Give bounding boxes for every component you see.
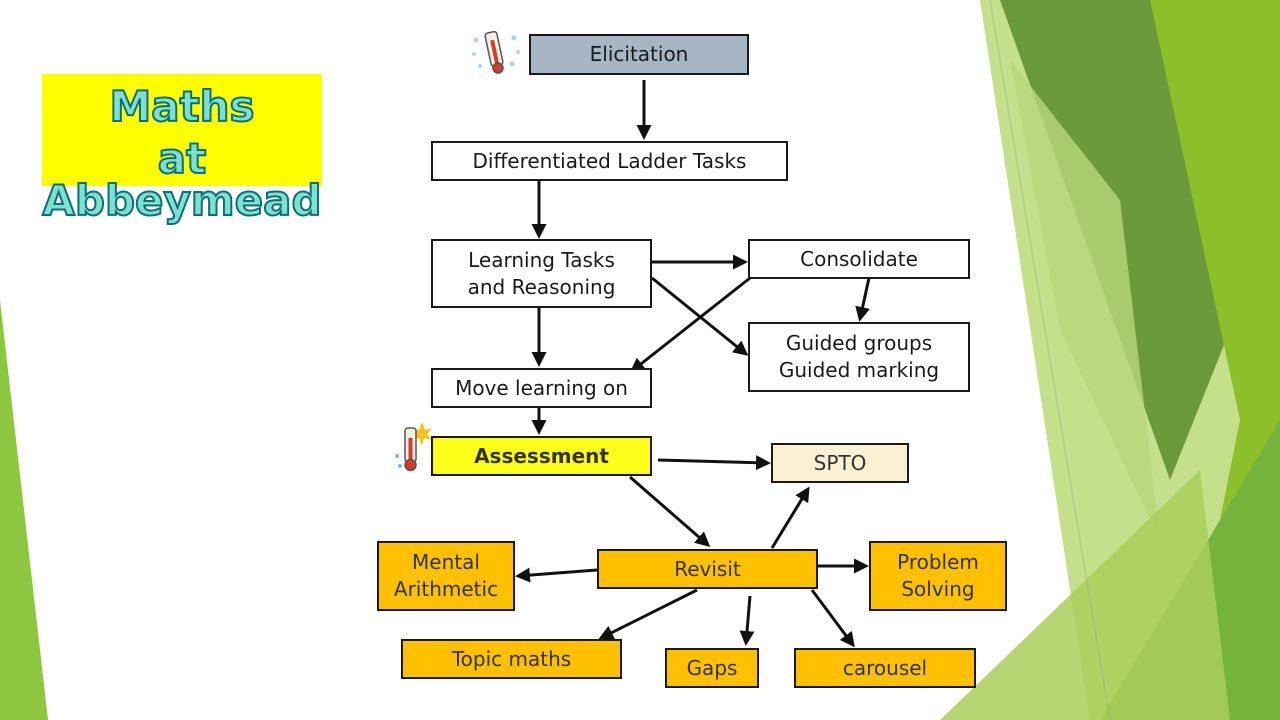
node-assessment: Assessment — [431, 436, 652, 476]
node-carousel: carousel — [794, 648, 976, 688]
title-line-2: at Abbeymead — [41, 134, 322, 225]
node-topic-maths: Topic maths — [401, 639, 622, 679]
arrow-learning-guided — [651, 276, 749, 356]
thermometer-icon — [472, 30, 520, 74]
thermometer-icon — [395, 422, 432, 472]
arrow-revisit-mental — [515, 567, 598, 583]
thin-line — [989, 0, 1111, 720]
node-gaps: Gaps — [665, 648, 759, 688]
arrow-consolidate-move — [629, 276, 751, 373]
arrow-consolidate-guided — [855, 277, 871, 322]
node-problem-solving: Problem Solving — [869, 541, 1007, 611]
node-revisit: Revisit — [597, 549, 818, 589]
right-pale-shard — [1010, 60, 1160, 540]
left-green-shard — [0, 300, 48, 720]
arrow-revisit-spto — [770, 486, 810, 549]
node-move-learning-on: Move learning on — [431, 368, 652, 408]
arrow-revisit-topic — [598, 588, 698, 640]
arrow-assessment-revisit — [629, 475, 711, 547]
node-learning-tasks: Learning Tasks and Reasoning — [431, 239, 652, 308]
arrow-assessment-spto — [657, 455, 771, 471]
right-bottom-light-shard — [940, 470, 1230, 720]
arrow-revisit-gaps — [739, 595, 755, 646]
title-background — [42, 74, 322, 186]
node-differentiated-ladder-tasks: Differentiated Ladder Tasks — [431, 141, 788, 181]
node-elicitation: Elicitation — [529, 34, 749, 75]
node-mental-arithmetic: Mental Arithmetic — [377, 541, 515, 611]
title-line-1: Maths — [108, 82, 255, 131]
node-spto: SPTO — [771, 443, 909, 483]
arrow-revisit-carousel — [810, 589, 855, 648]
node-consolidate: Consolidate — [748, 239, 970, 279]
node-guided-groups: Guided groups Guided marking — [748, 322, 970, 392]
